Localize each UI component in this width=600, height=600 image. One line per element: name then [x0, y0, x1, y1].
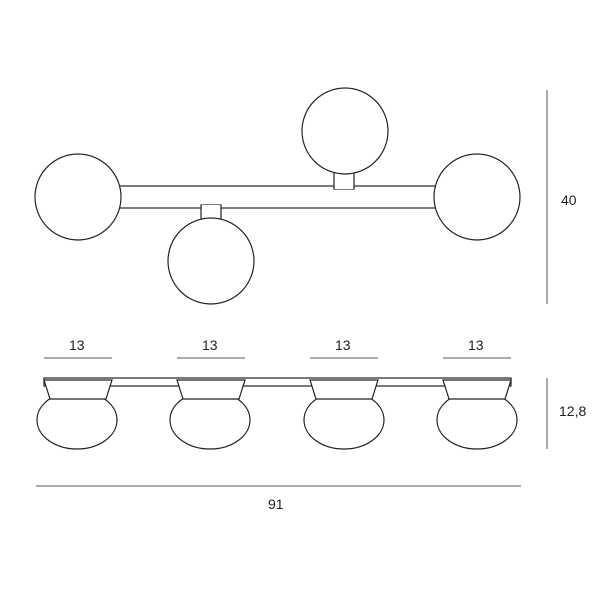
shade-width-label-1: 13 [69, 337, 85, 353]
top-view [34, 87, 548, 305]
side-height-label: 12,8 [559, 403, 587, 419]
rail [43, 377, 512, 387]
main-arm [117, 185, 437, 209]
shade-2 [169, 379, 251, 450]
upper-stem-join [335, 184, 353, 189]
shade-width-label-4: 13 [468, 337, 484, 353]
top-height-label: 40 [561, 192, 577, 208]
shade-1 [36, 379, 118, 450]
side-view [36, 357, 548, 487]
shade-4 [436, 379, 518, 450]
shade-width-label-2: 13 [202, 337, 218, 353]
shade-3 [303, 379, 385, 450]
globe-left [34, 153, 122, 241]
total-width-label: 91 [268, 496, 284, 512]
globe-bottom [167, 217, 255, 305]
globe-top [301, 87, 389, 175]
shade-width-label-3: 13 [335, 337, 351, 353]
lower-stem-join [202, 205, 220, 209]
globe-right [433, 153, 521, 241]
